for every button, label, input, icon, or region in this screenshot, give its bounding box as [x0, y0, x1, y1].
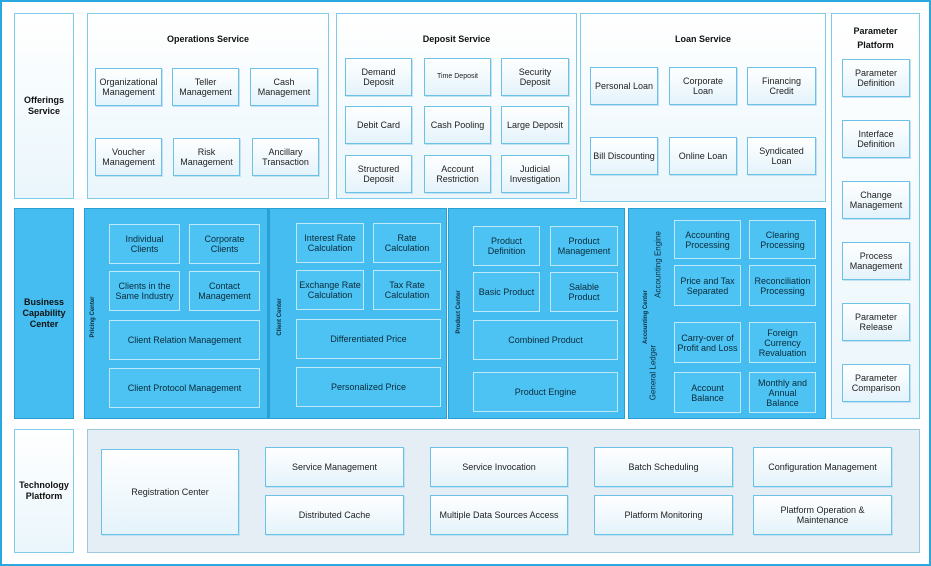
parameter-release-box: Parameter Release: [842, 303, 910, 341]
service-management-box: Service Management: [265, 447, 404, 487]
technology-platform-label-text: Technology Platform: [19, 480, 69, 501]
accounting-processing-box: Accounting Processing: [674, 220, 741, 259]
product-definition-box: Product Definition: [473, 226, 540, 266]
platform-operation-maintenance-box: Platform Operation & Maintenance: [753, 495, 892, 535]
interest-rate-calculation-box: Interest Rate Calculation: [296, 223, 364, 263]
rate-calculation-box: Rate Calculation: [373, 223, 441, 263]
client-center-panel: Client Center Interest Rate Calculation …: [269, 208, 447, 419]
exchange-rate-calculation-box: Exchange Rate Calculation: [296, 270, 364, 310]
debit-card-box: Debit Card: [345, 106, 412, 144]
structured-deposit-box: Structured Deposit: [345, 155, 412, 193]
product-management-box: Product Management: [550, 226, 618, 266]
client-center-label: Client Center: [277, 298, 283, 336]
change-management-box: Change Management: [842, 181, 910, 219]
differentiated-price-box: Differentiated Price: [296, 319, 441, 359]
parameter-definition-box: Parameter Definition: [842, 59, 910, 97]
online-loan-box: Online Loan: [669, 137, 737, 175]
organizational-management-box: Organizational Management: [95, 68, 162, 106]
deposit-service-title: Deposit Service: [422, 34, 491, 44]
parameter-platform-panel: Parameter Platform Parameter Definition …: [831, 13, 920, 419]
client-protocol-management-box: Client Protocol Management: [109, 368, 260, 408]
accounting-center-panel: Accounting Center Accounting Engine Gene…: [628, 208, 826, 419]
combined-product-box: Combined Product: [473, 320, 618, 360]
interface-definition-box: Interface Definition: [842, 120, 910, 158]
technology-platform-label: Technology Platform: [14, 429, 74, 553]
multiple-data-sources-access-box: Multiple Data Sources Access: [430, 495, 568, 535]
distributed-cache-box: Distributed Cache: [265, 495, 404, 535]
offerings-service-label-text: Offerings Service: [23, 95, 64, 116]
personalized-price-box: Personalized Price: [296, 367, 441, 407]
corporate-clients-box: Corporate Clients: [189, 224, 260, 264]
security-deposit-box: Security Deposit: [501, 58, 569, 96]
configuration-management-box: Configuration Management: [753, 447, 892, 487]
price-tax-separated-box: Price and Tax Separated: [674, 265, 741, 306]
client-relation-management-box: Client Relation Management: [109, 320, 260, 360]
individual-clients-box: Individual Clients: [109, 224, 180, 264]
time-deposit-box: Time Deposit: [424, 58, 491, 96]
large-deposit-box: Large Deposit: [501, 106, 569, 144]
cash-management-box: Cash Management: [250, 68, 318, 106]
risk-management-box: Risk Management: [173, 138, 240, 176]
loan-service-title: Loan Service: [674, 34, 732, 44]
contact-management-box: Contact Management: [189, 271, 260, 311]
monthly-annual-balance-box: Monthly and Annual Balance: [749, 372, 816, 413]
tax-rate-calculation-box: Tax Rate Calculation: [373, 270, 441, 310]
loan-service-panel: Loan Service Personal Loan Corporate Loa…: [580, 13, 826, 202]
product-center-label: Product Center: [456, 290, 462, 334]
technology-platform-panel: Registration Center Service Management S…: [87, 429, 920, 553]
business-capability-label-text: Business Capability Center: [22, 297, 66, 329]
personal-loan-box: Personal Loan: [590, 67, 658, 105]
batch-scheduling-box: Batch Scheduling: [594, 447, 733, 487]
financing-credit-box: Financing Credit: [747, 67, 816, 105]
service-invocation-box: Service Invocation: [430, 447, 568, 487]
deposit-service-panel: Deposit Service Demand Deposit Time Depo…: [336, 13, 577, 199]
offerings-service-label: Offerings Service: [14, 13, 74, 199]
teller-management-box: Teller Management: [172, 68, 239, 106]
business-capability-label: Business Capability Center: [14, 208, 74, 419]
foreign-currency-revaluation-box: Foreign Currency Revaluation: [749, 322, 816, 363]
salable-product-box: Salable Product: [550, 272, 618, 312]
demand-deposit-box: Demand Deposit: [345, 58, 412, 96]
pricing-center-label: Pricing Center: [90, 296, 96, 338]
bill-discounting-box: Bill Discounting: [590, 137, 658, 175]
process-management-box: Process Management: [842, 242, 910, 280]
syndicated-loan-box: Syndicated Loan: [747, 137, 816, 175]
basic-product-box: Basic Product: [473, 272, 540, 312]
cash-pooling-box: Cash Pooling: [424, 106, 491, 144]
pricing-center-panel: Pricing Center Individual Clients Corpor…: [84, 208, 268, 419]
reconciliation-processing-box: Reconciliation Processing: [749, 265, 816, 306]
parameter-comparison-box: Parameter Comparison: [842, 364, 910, 402]
pricing-client-divider: [267, 208, 269, 419]
operations-service-title: Operations Service: [166, 34, 250, 44]
clients-same-industry-box: Clients in the Same Industry: [109, 271, 180, 311]
judicial-investigation-box: Judicial Investigation: [501, 155, 569, 193]
accounting-engine-label: Accounting Engine: [653, 231, 663, 298]
ancillary-transaction-box: Ancillary Transaction: [252, 138, 319, 176]
operations-service-panel: Operations Service Organizational Manage…: [87, 13, 329, 199]
clearing-processing-box: Clearing Processing: [749, 220, 816, 259]
account-balance-box: Account Balance: [674, 372, 741, 413]
parameter-platform-title: Parameter Platform: [853, 26, 898, 50]
corporate-loan-box: Corporate Loan: [669, 67, 737, 105]
carry-over-profit-loss-box: Carry-over of Profit and Loss: [674, 322, 741, 363]
registration-center-box: Registration Center: [101, 449, 239, 535]
voucher-management-box: Voucher Management: [95, 138, 162, 176]
account-restriction-box: Account Restriction: [424, 155, 491, 193]
platform-monitoring-box: Platform Monitoring: [594, 495, 733, 535]
product-center-panel: Product Center Product Definition Produc…: [448, 208, 625, 419]
product-engine-box: Product Engine: [473, 372, 618, 412]
general-ledger-label: General Ledger: [648, 344, 658, 401]
